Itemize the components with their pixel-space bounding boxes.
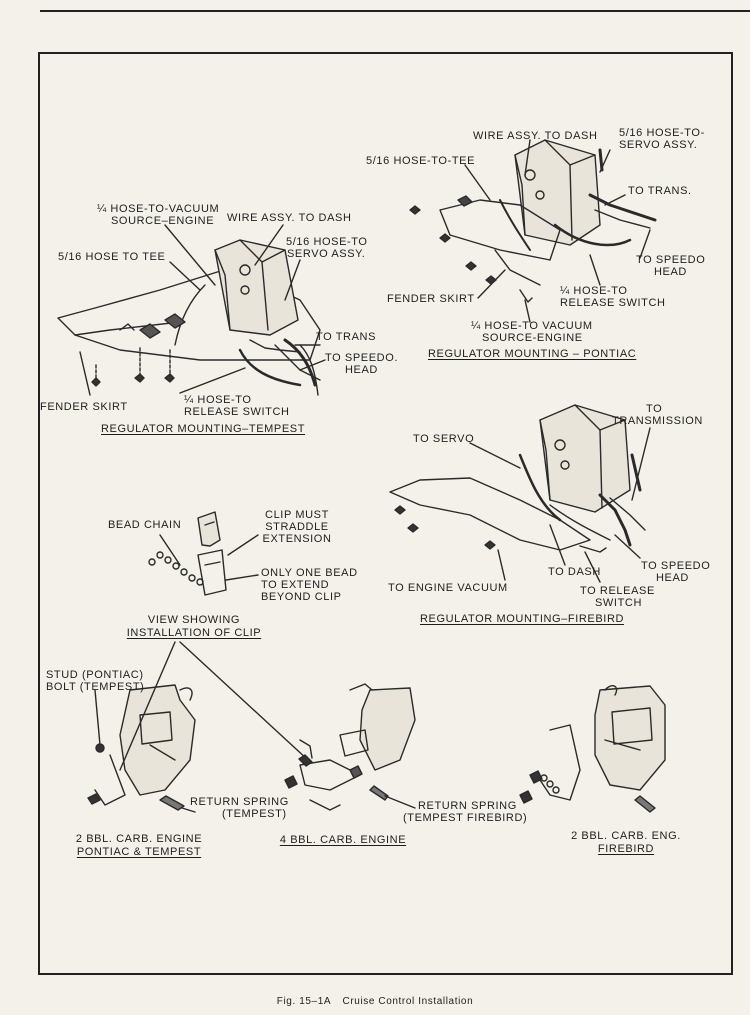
firebird-transmission-label: TRANSMISSION xyxy=(612,415,703,427)
tempest-hose-servo-label-2: SERVO ASSY. xyxy=(287,248,366,260)
carb-two-bbl-firebird-drawing xyxy=(519,685,666,813)
clip-view-title: INSTALLATION OF CLIP xyxy=(126,627,262,639)
top-rule xyxy=(40,10,750,12)
carb-spring-tempest-label-2: (TEMPEST) xyxy=(222,808,287,820)
pontiac-speedo-label-2: HEAD xyxy=(654,266,687,278)
tempest-fender-skirt-label: FENDER SKIRT xyxy=(40,401,128,413)
carb-stud-label: STUD (PONTIAC) xyxy=(46,669,144,681)
carb-four-bbl-title: 4 BBL. CARB. ENGINE xyxy=(279,834,407,846)
pontiac-servo-label-2: SERVO ASSY. xyxy=(619,139,698,151)
tempest-regulator-drawing xyxy=(57,224,326,396)
clip-one-bead-label: ONLY ONE BEAD xyxy=(261,567,358,579)
firebird-release-label-1: TO RELEASE xyxy=(580,585,655,597)
pontiac-wire-assy-label: WIRE ASSY. TO DASH xyxy=(473,130,598,142)
firebird-release-label-2: SWITCH xyxy=(595,597,642,609)
pontiac-servo-label-1: 5/16 HOSE-TO- xyxy=(619,127,705,139)
firebird-to-servo-label: TO SERVO xyxy=(413,433,475,445)
pontiac-vacuum-label-1: ¼ HOSE-TO VACUUM xyxy=(471,320,593,332)
carb-spring-firebird-label-2: (TEMPEST FIREBIRD) xyxy=(403,812,528,824)
tempest-to-trans-label: TO TRANS xyxy=(316,331,377,343)
pontiac-vacuum-label-2: SOURCE-ENGINE xyxy=(482,332,583,344)
pontiac-speedo-label-1: TO SPEEDO xyxy=(636,254,706,266)
tempest-release-label-1: ¼ HOSE-TO xyxy=(184,394,252,406)
clip-beyond-label: BEYOND CLIP xyxy=(261,591,342,603)
firebird-speedo-label-1: TO SPEEDO xyxy=(641,560,711,572)
clip-bead-chain-label: BEAD CHAIN xyxy=(108,519,182,531)
firebird-engine-vacuum-label: TO ENGINE VACUUM xyxy=(388,582,508,594)
carb-four-bbl-drawing xyxy=(284,683,416,811)
tempest-title: REGULATOR MOUNTING–TEMPEST xyxy=(101,423,306,435)
pontiac-to-trans-label: TO TRANS. xyxy=(628,185,692,197)
tempest-wire-assy-label: WIRE ASSY. TO DASH xyxy=(227,212,352,224)
pontiac-release-label-2: RELEASE SWITCH xyxy=(560,297,666,309)
clip-view-label-1: VIEW SHOWING xyxy=(147,614,241,626)
figure-caption: Fig. 15–1A Cruise Control Installation xyxy=(0,996,750,1007)
firebird-to-label: TO xyxy=(646,403,663,415)
tempest-release-label-2: RELEASE SWITCH xyxy=(184,406,290,418)
clip-extend-label: TO EXTEND xyxy=(261,579,330,591)
clip-view-leaders xyxy=(119,641,313,771)
tempest-source-engine-label: SOURCE–ENGINE xyxy=(111,215,215,227)
pontiac-release-label-1: ¼ HOSE-TO xyxy=(560,285,628,297)
tempest-to-speedo-label-2: HEAD xyxy=(345,364,378,376)
tempest-hose-servo-label-1: 5/16 HOSE-TO xyxy=(286,236,368,248)
clip-detail-drawing xyxy=(148,511,259,596)
pontiac-title: REGULATOR MOUNTING – PONTIAC xyxy=(428,348,637,360)
firebird-speedo-label-2: HEAD xyxy=(656,572,689,584)
carb-bolt-label: BOLT (TEMPEST) xyxy=(46,681,145,693)
tempest-quarter-hose-label: ¼ HOSE-TO-VACUUM xyxy=(97,203,220,215)
pontiac-regulator-drawing xyxy=(409,139,657,323)
carb-firebird-title-2: FIREBIRD xyxy=(597,843,655,855)
figure-number: Fig. 15–1A xyxy=(276,996,332,1007)
firebird-to-dash-label: TO DASH xyxy=(548,566,601,578)
pontiac-fender-skirt-label: FENDER SKIRT xyxy=(387,293,475,305)
figure-frame xyxy=(38,52,733,975)
pontiac-hose-tee-label: 5/16 HOSE-TO-TEE xyxy=(366,155,476,167)
carb-spring-firebird-label-1: RETURN SPRING xyxy=(418,800,517,812)
clip-extension-label: EXTENSION xyxy=(262,533,332,545)
clip-must-label: CLIP MUST xyxy=(265,509,329,521)
tempest-to-speedo-label-1: TO SPEEDO. xyxy=(325,352,399,364)
carb-two-bbl-title-2: PONTIAC & TEMPEST xyxy=(76,846,202,858)
carb-two-bbl-title-1: 2 BBL. CARB. ENGINE xyxy=(75,833,203,845)
carb-two-bbl-tempest-drawing xyxy=(87,684,196,813)
firebird-title: REGULATOR MOUNTING–FIREBIRD xyxy=(420,613,625,625)
carb-firebird-title-1: 2 BBL. CARB. ENG. xyxy=(571,830,681,842)
firebird-regulator-drawing xyxy=(389,404,651,583)
tempest-hose-tee-label: 5/16 HOSE TO TEE xyxy=(58,251,166,263)
carb-spring-tempest-label-1: RETURN SPRING xyxy=(190,796,289,808)
clip-straddle-label: STRADDLE xyxy=(265,521,329,533)
figure-caption-text: Cruise Control Installation xyxy=(342,996,474,1007)
